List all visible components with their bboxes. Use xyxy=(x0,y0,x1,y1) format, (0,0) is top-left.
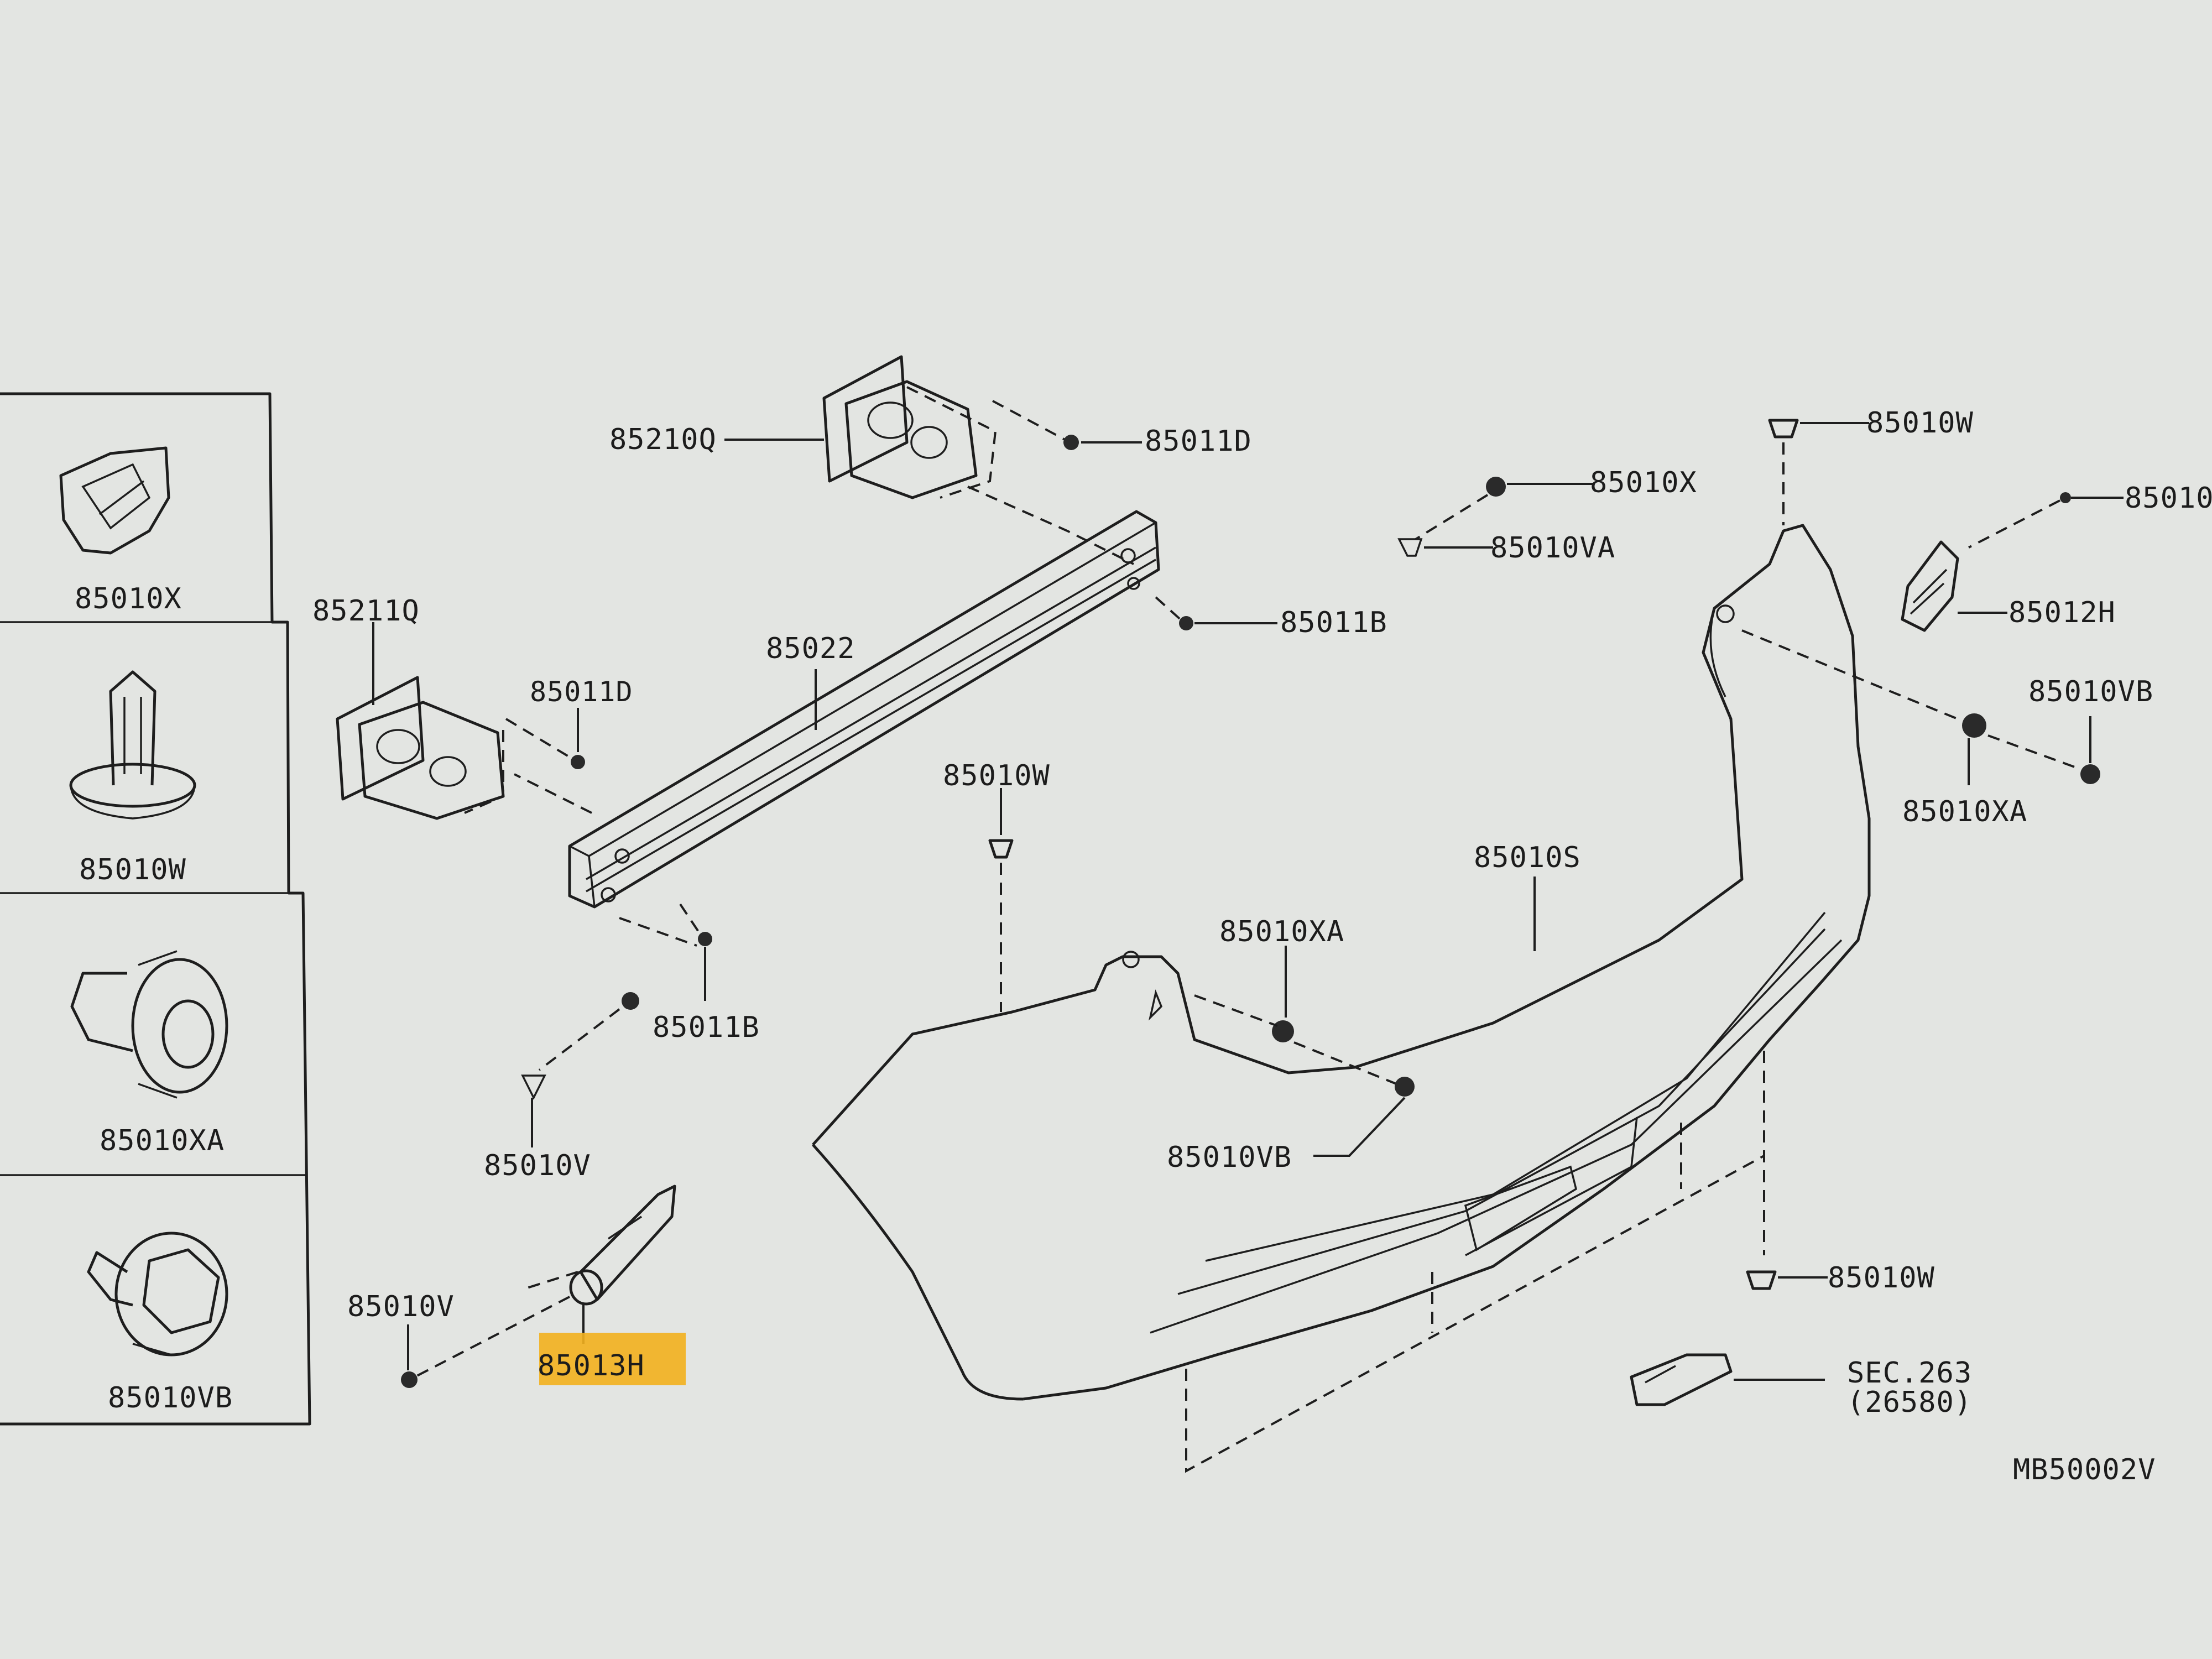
rivet-85010w-bottom-icon xyxy=(1746,1270,1777,1290)
callout-85010xa-mid: 85010XA xyxy=(1219,915,1344,948)
legend-table: 85010X 85010W 85010XA 85010VB xyxy=(0,392,311,1426)
bumper-fascia-85010s xyxy=(812,524,1871,1401)
callout-85010v-upper: 85010V xyxy=(484,1149,591,1182)
screw-85010va-icon xyxy=(1397,538,1423,557)
nut-85011b-icon xyxy=(1179,616,1193,630)
callout-85010vb-mid: 85010VB xyxy=(1167,1141,1292,1174)
legend-label-85010xa: 85010XA xyxy=(100,1124,225,1157)
clip-85010xa-icon xyxy=(622,992,639,1010)
bumper-stay-right xyxy=(822,355,997,499)
bracket-85012h xyxy=(1901,540,1959,632)
callout-85010va: 85010VA xyxy=(1490,531,1615,565)
callout-85010-cut: 85010 xyxy=(2125,482,2212,515)
bolt-85010vb-mid-icon xyxy=(1395,1077,1415,1097)
bracket-85013h xyxy=(569,1185,676,1306)
nut-85011d-icon xyxy=(1063,435,1079,450)
clip-85010xa-mid-icon xyxy=(1272,1020,1294,1042)
rivet-85010w-icon xyxy=(69,670,196,820)
bolt-85010vb-icon xyxy=(87,1232,228,1357)
clip-85010-cut-icon xyxy=(2060,492,2071,503)
nut-85011b-left-icon xyxy=(698,932,712,946)
license-lamp-part xyxy=(1630,1353,1733,1406)
callout-85011b-right: 85011B xyxy=(1280,606,1387,639)
grommet-85010xa-icon xyxy=(70,950,228,1099)
clip-85010xa-right-icon xyxy=(1962,713,1986,738)
nut-85011d-left-icon xyxy=(571,755,585,769)
rivet-85010w-mid-icon xyxy=(988,839,1014,859)
highlight-85013h xyxy=(539,1333,686,1385)
section-reference: SEC.263 xyxy=(1847,1357,1972,1390)
screw-85010v-lower-icon xyxy=(401,1371,418,1388)
callout-85010v-lower: 85010V xyxy=(347,1290,455,1323)
bumper-reinforcement-85022 xyxy=(514,510,1160,947)
screw-85010v-icon xyxy=(521,1074,546,1100)
rivet-85010w-top-icon xyxy=(1768,419,1799,439)
clip-85010x-icon xyxy=(1486,477,1506,497)
diagram-id: MB50002V xyxy=(2013,1453,2156,1486)
callout-85010w-bottom: 85010W xyxy=(1828,1261,1935,1295)
callout-85211q: 85211Q xyxy=(312,594,420,628)
callout-85011b-left: 85011B xyxy=(653,1011,760,1044)
callout-85010w-mid: 85010W xyxy=(943,759,1050,792)
callout-85010xa-right: 85010XA xyxy=(1902,795,2027,828)
legend-border xyxy=(0,392,311,1426)
callout-85011d-top: 85011D xyxy=(1145,425,1252,458)
legend-label-85010w: 85010W xyxy=(79,853,186,886)
legend-label-85010vb: 85010VB xyxy=(108,1381,233,1415)
bolt-85010vb-right-icon xyxy=(2080,764,2100,784)
clip-85010x-icon xyxy=(59,446,170,555)
callout-85011d-left: 85011D xyxy=(530,676,633,708)
legend-label-85010x: 85010X xyxy=(75,582,182,615)
callout-85010x: 85010X xyxy=(1590,466,1697,499)
callout-85010s: 85010S xyxy=(1474,841,1581,874)
bumper-stay-left xyxy=(336,676,505,820)
callout-85010w-top: 85010W xyxy=(1866,406,1974,440)
callout-85010vb-right: 85010VB xyxy=(2028,675,2153,708)
callout-85210q: 85210Q xyxy=(609,423,717,456)
callout-85012h: 85012H xyxy=(2008,596,2116,629)
callout-85022: 85022 xyxy=(766,632,855,665)
callout-85013h[interactable]: 85013H xyxy=(538,1349,645,1383)
section-reference-number: (26580) xyxy=(1847,1386,1972,1419)
